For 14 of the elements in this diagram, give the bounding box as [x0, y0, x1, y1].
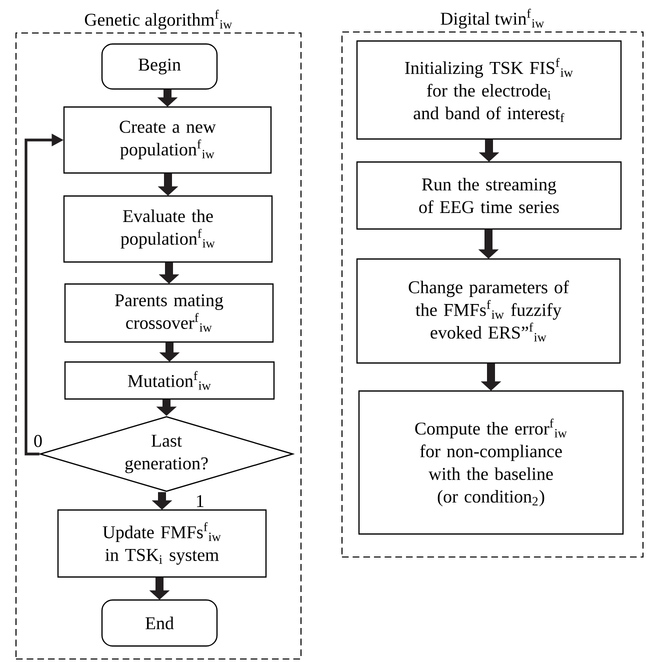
terminal-box: End — [101, 599, 218, 647]
node-label: Digital twin$^{f}$iw — [440, 8, 544, 29]
process-box: Compute the error$^{f}$iw for non-compliance with the baseline (or condition$_{2}$) — [358, 390, 624, 535]
process-box: Initializing TSK FIS$^{f}$iw for the electrode$_{i}$ and band of interest$_{f}$ — [356, 40, 622, 140]
process-box: Evaluate the population$^{f}$iw — [63, 195, 273, 263]
process-box: Create a new population$^{f}$iw — [63, 106, 272, 174]
process-box: Change parameters of the FMFs$^{f}$$_{iw}$ fuzzify evoked ERS”$^{f}$iw — [356, 258, 621, 364]
process-box: Update FMFs$^{f}$iw in TSK$_{i}$ system — [57, 509, 267, 578]
edge-label: 1 — [194, 494, 206, 508]
terminal-box: Begin — [101, 43, 218, 90]
process-box: Mutation$^{f}$iw — [64, 361, 275, 400]
process-box: Parents mating crossover$^{f}$iw — [64, 283, 274, 343]
process-box: Run the streaming of EEG time series — [356, 161, 622, 230]
node-label: Genetic algorithm$^{f}$iw — [84, 10, 232, 30]
